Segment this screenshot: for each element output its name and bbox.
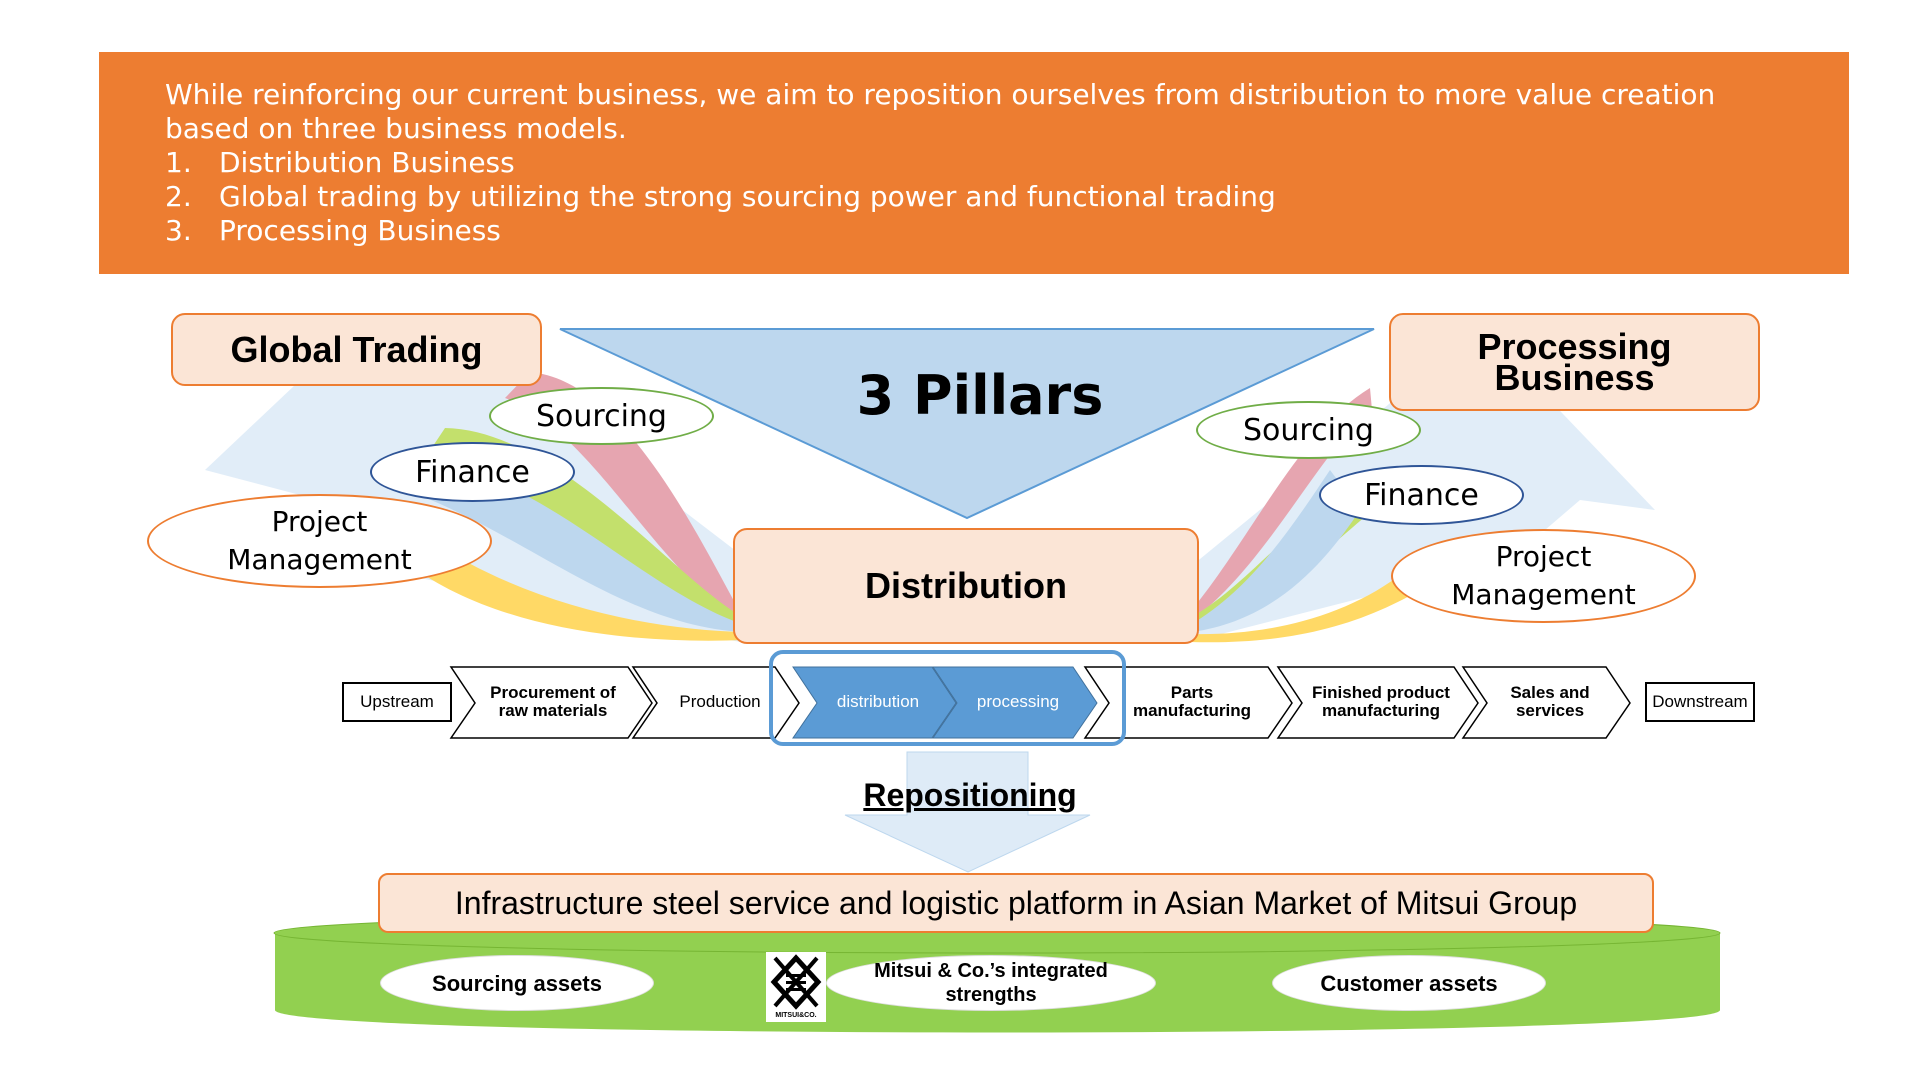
mitsui-logo [766, 952, 826, 1022]
left-project-management-oval: Project Management [147, 494, 492, 588]
global-trading-label: Global Trading [230, 328, 483, 370]
left-finance-oval: Finance [370, 442, 575, 502]
distribution-box: Distribution [733, 528, 1199, 644]
right-sourcing-oval: Sourcing [1196, 401, 1421, 459]
right-swoosh-lightblue [1190, 470, 1360, 632]
intro-item-number: 2. [165, 180, 192, 213]
logo-text: MITSUI&CO. [775, 1012, 817, 1019]
chain-step-label: Production [679, 692, 761, 711]
pillars-triangle [559, 328, 1375, 520]
intro-item-number: 3. [165, 214, 192, 247]
repositioning-arrow [844, 751, 1091, 873]
chain-step-label: Finished product manufacturing [1312, 683, 1450, 720]
left-sourcing-oval: Sourcing [489, 387, 714, 445]
chain-chevron-procurement [449, 666, 653, 739]
intro-item-number: 1. [165, 146, 192, 179]
downstream-box: Downstream [1645, 682, 1755, 722]
intro-text: While reinforcing our current business, … [165, 78, 1716, 145]
chain-chevron-parts [1083, 666, 1293, 739]
highlight-frame [769, 650, 1126, 746]
distribution-label: Distribution [865, 565, 1067, 606]
chain-step-label: processing [976, 692, 1060, 711]
pillars-title: 3 Pillars [856, 363, 1104, 427]
intro-item: 3. Processing Business [165, 214, 1783, 248]
customer-assets-oval: Customer assets [1272, 955, 1546, 1011]
platform-title-box: Infrastructure steel service and logisti… [378, 873, 1654, 933]
integrated-strengths-oval: Mitsui & Co.’s integrated strengths [826, 955, 1156, 1011]
chain-step-label: distribution [836, 692, 920, 711]
chain-chevron-sales [1461, 666, 1631, 739]
right-finance-oval: Finance [1319, 465, 1524, 525]
intro-item: 2. Global trading by utilizing the stron… [165, 180, 1783, 214]
right-project-management-oval: Project Management [1391, 529, 1696, 623]
chain-chevron-finished [1276, 666, 1479, 739]
global-trading-box: Global Trading [171, 313, 542, 386]
repositioning-label: Repositioning [863, 776, 1077, 813]
sourcing-assets-oval: Sourcing assets [380, 955, 654, 1011]
left-swoosh-lightblue [405, 462, 745, 632]
chain-step-label: Sales and services [1510, 683, 1590, 720]
platform-title: Infrastructure steel service and logisti… [454, 884, 1578, 921]
intro-item-label: Global trading by utilizing the strong s… [219, 180, 1276, 213]
processing-business-label: Processing Business [1477, 326, 1672, 398]
chain-step-label: Procurement of raw materials [490, 683, 616, 720]
chain-chevron-processing [932, 666, 1098, 739]
intro-item: 1. Distribution Business [165, 146, 1783, 180]
intro-item-label: Distribution Business [219, 146, 515, 179]
chain-chevron-production [631, 666, 800, 739]
upstream-box: Upstream [342, 682, 452, 722]
intro-banner: While reinforcing our current business, … [99, 52, 1849, 274]
chain-step-label: Parts manufacturing [1132, 683, 1252, 720]
intro-item-label: Processing Business [219, 214, 501, 247]
chain-chevron-distribution [792, 666, 957, 739]
processing-business-box: Processing Business [1389, 313, 1760, 411]
